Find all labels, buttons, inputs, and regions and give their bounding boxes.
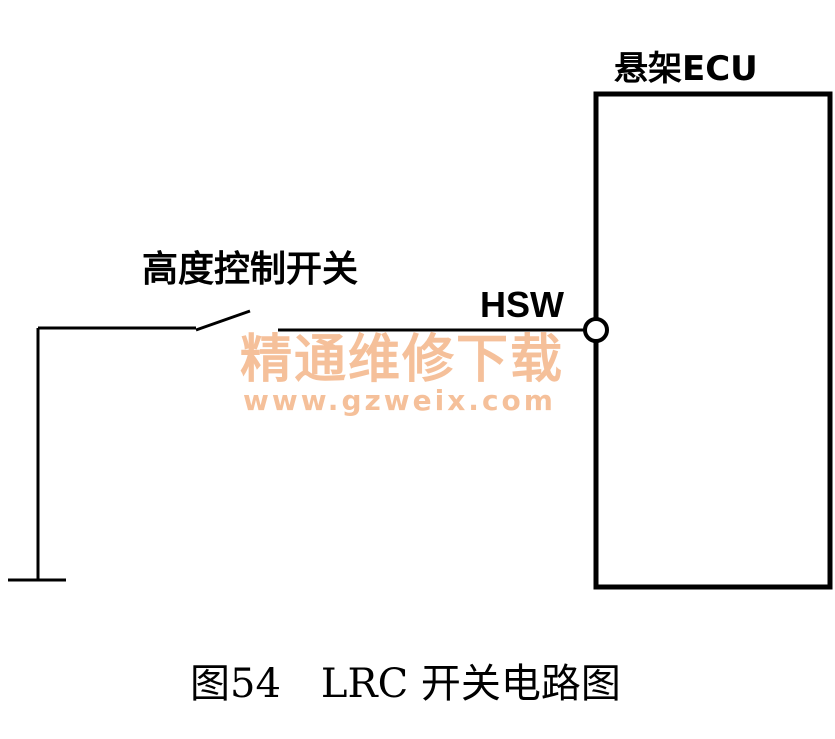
hsw-terminal [583, 317, 609, 343]
ecu-label: 悬架ECU [614, 49, 758, 89]
switch-blade [195, 309, 251, 332]
ecu-box [593, 91, 833, 590]
hsw-pin-label: HSW [480, 284, 564, 325]
height-control-switch-label: 高度控制开关 [142, 249, 358, 290]
figure-caption: 图54 LRC 开关电路图 [190, 661, 621, 707]
watermark-url: www.gzweix.com [243, 384, 556, 417]
watermark-text: 精通维修下载 [240, 330, 564, 390]
